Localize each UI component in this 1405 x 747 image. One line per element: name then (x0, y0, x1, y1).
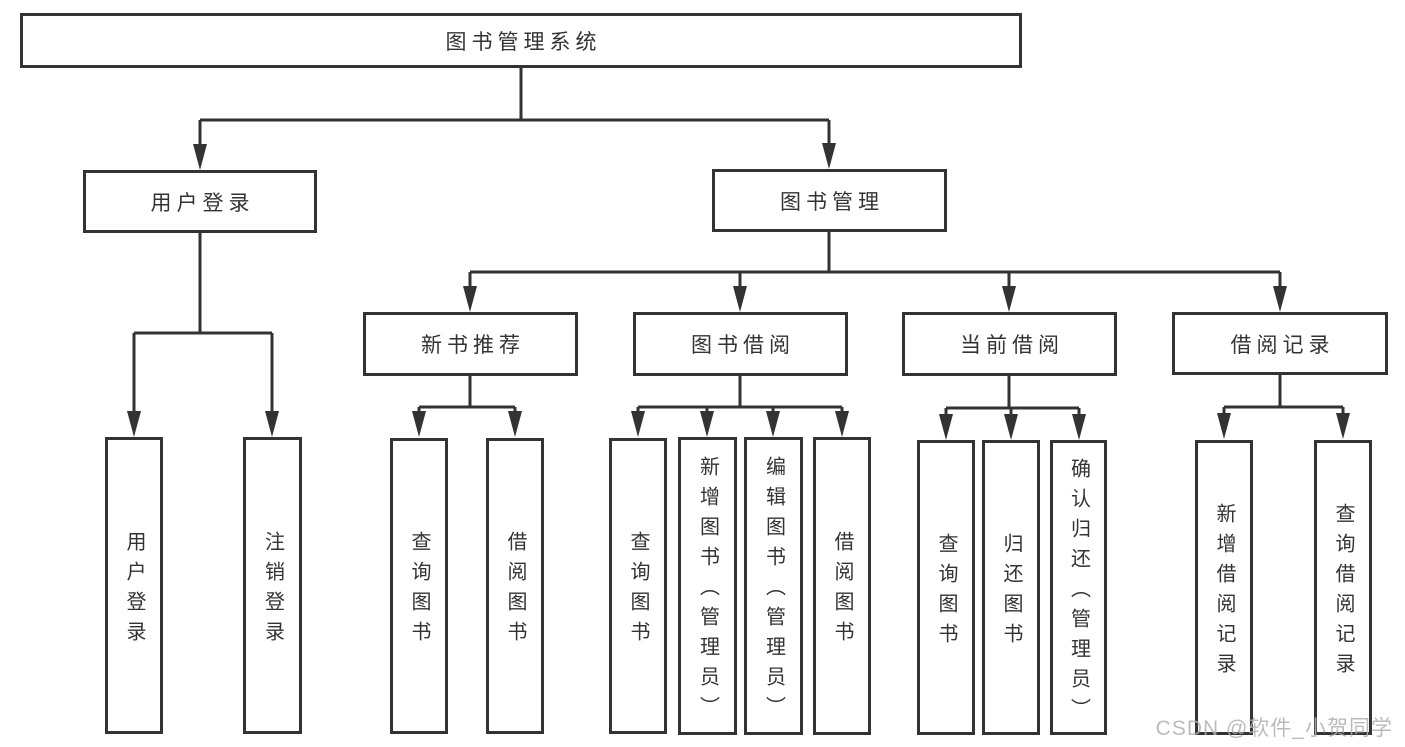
leaf-add-book-admin-label: 新增图书（管理员） (696, 456, 719, 726)
leaf-query-book-current-label: 查询图书 (935, 532, 957, 653)
node-book-management-label: 图书管理 (780, 190, 884, 214)
leaf-logout-label: 注销登录 (261, 530, 284, 651)
node-user-login-label: 用户登录 (150, 191, 255, 215)
leaf-borrow-book-newbook: 借阅图书 (486, 438, 544, 734)
leaf-query-borrow-record-label: 查询借阅记录 (1332, 502, 1354, 683)
leaf-add-borrow-record-label: 新增借阅记录 (1213, 502, 1235, 683)
leaf-user-login-label: 用户登录 (123, 530, 145, 651)
leaf-query-book-borrow: 查询图书 (609, 438, 667, 734)
leaf-query-book-current: 查询图书 (917, 440, 975, 735)
leaf-add-borrow-record: 新增借阅记录 (1195, 440, 1253, 735)
leaf-query-book-newbook-label: 查询图书 (408, 531, 430, 651)
leaf-query-borrow-record: 查询借阅记录 (1314, 440, 1372, 735)
leaf-confirm-return-admin: 确认归还（管理员） (1050, 440, 1107, 735)
leaf-edit-book-admin-label: 编辑图书（管理员） (762, 456, 785, 726)
leaf-borrow-book: 借阅图书 (813, 437, 871, 735)
node-new-book-recommend: 新书推荐 (363, 312, 578, 376)
node-borrow-records: 借阅记录 (1172, 312, 1388, 375)
connector-borrow-records-to-leaves (1217, 375, 1350, 439)
leaf-user-login: 用户登录 (105, 437, 163, 734)
connector-book-borrow-to-leaves (631, 376, 849, 437)
leaf-return-book: 归还图书 (982, 440, 1040, 735)
leaf-edit-book-admin: 编辑图书（管理员） (744, 437, 803, 735)
node-book-management: 图书管理 (712, 169, 947, 232)
connector-book-mgmt-to-level3 (463, 232, 1287, 312)
node-current-borrow-label: 当前借阅 (960, 334, 1064, 357)
leaf-return-book-label: 归还图书 (1000, 532, 1022, 653)
node-library-system: 图书管理系统 (20, 13, 1022, 68)
leaf-confirm-return-admin-label: 确认归还（管理员） (1067, 457, 1090, 728)
node-user-login: 用户登录 (83, 170, 317, 233)
node-library-system-label: 图书管理系统 (445, 30, 602, 54)
leaf-query-book-borrow-label: 查询图书 (627, 531, 649, 651)
connector-root-to-level2 (193, 68, 836, 170)
connector-user-login-to-leaves (127, 233, 279, 437)
leaf-query-book-newbook: 查询图书 (390, 438, 448, 734)
node-book-borrow-label: 图书借阅 (691, 334, 795, 357)
connector-current-borrow-to-leaves (939, 376, 1086, 440)
connector-new-book-to-leaves (412, 376, 522, 437)
node-borrow-records-label: 借阅记录 (1230, 333, 1335, 357)
node-new-book-recommend-label: 新书推荐 (421, 334, 525, 357)
leaf-borrow-book-label: 借阅图书 (831, 531, 853, 651)
leaf-logout: 注销登录 (243, 437, 302, 734)
leaf-add-book-admin: 新增图书（管理员） (678, 437, 737, 735)
node-book-borrow: 图书借阅 (633, 312, 848, 376)
node-current-borrow: 当前借阅 (902, 312, 1117, 376)
leaf-borrow-book-newbook-label: 借阅图书 (504, 531, 526, 651)
